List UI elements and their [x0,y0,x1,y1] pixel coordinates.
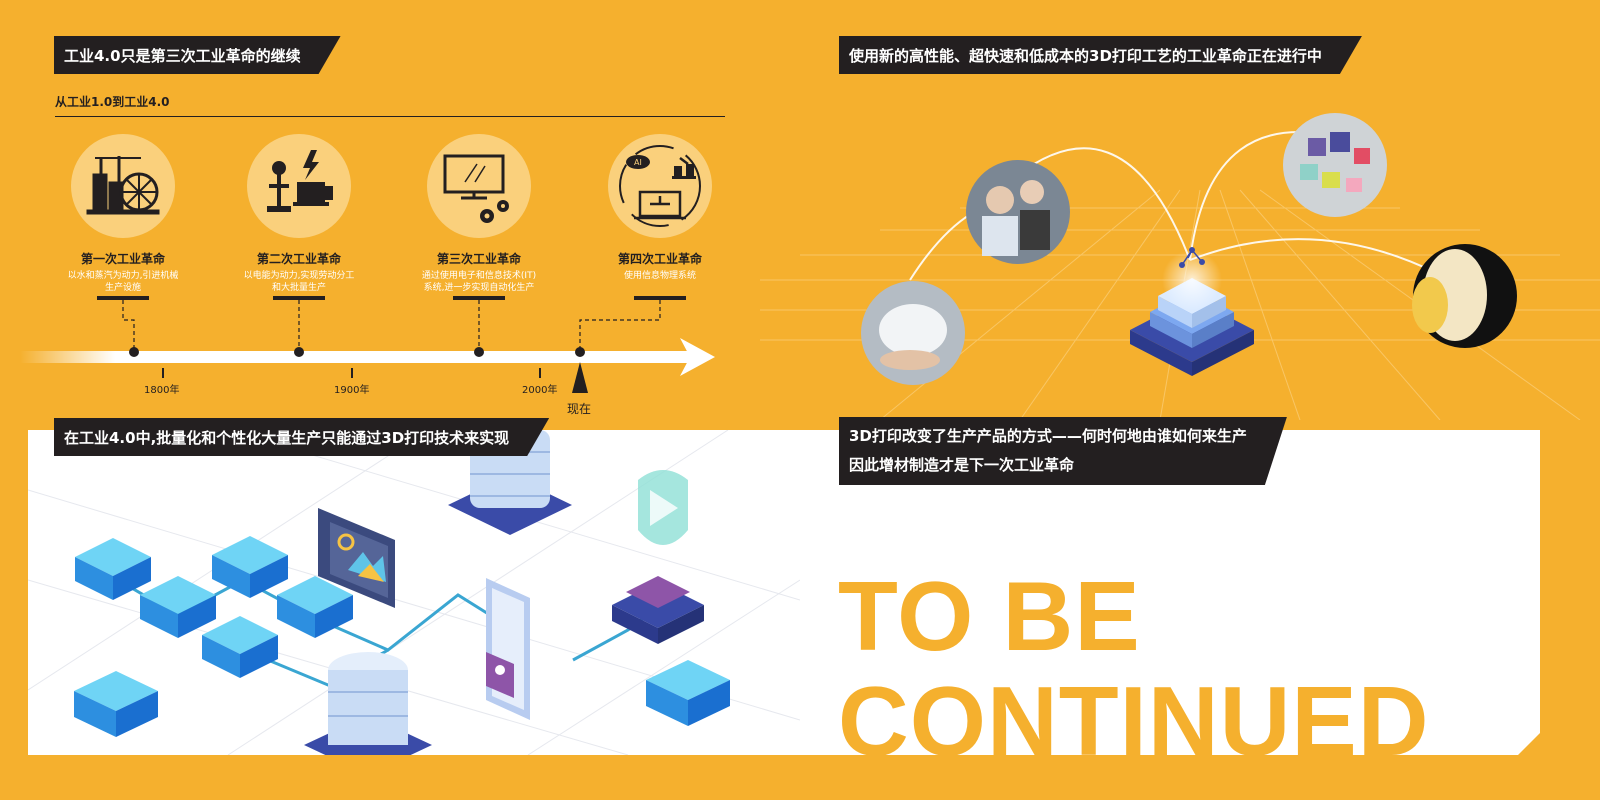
era-3-title: 第三次工业革命 [436,252,521,266]
continued-line2: CONTINUED [838,666,1430,755]
svg-text:AI: AI [634,158,642,167]
era-1: 第一次工业革命 以水和蒸汽为动力,引进机械 生产设施 [43,134,203,294]
era-2: 第二次工业革命 以电能为动力,实现劳动分工 和大批量生产 [219,134,379,294]
section3-title: 在工业4.0中,批量化和个性化大量生产只能通过3D打印技术来实现 [54,418,549,456]
photo-engineers [966,160,1070,264]
photo-lattice-part [861,281,965,385]
era-2-title: 第二次工业革命 [256,252,341,266]
data-cubes [74,536,730,737]
year-1900: 1900年 [334,385,370,396]
now-label: 现在 [567,402,592,416]
era-1-marker [97,296,149,300]
phone [486,578,530,720]
era-3-desc-line1: 通过使用电子和信息技术(IT) [421,271,537,281]
era-1-title: 第一次工业革命 [80,252,165,266]
timeline [20,300,715,393]
era-4-title: 第四次工业革命 [617,252,702,266]
year-2000: 2000年 [522,385,558,396]
era-4-desc-line1: 使用信息物理系统 [623,271,696,281]
era-2-desc-line2: 和大批量生产 [271,283,326,293]
security-chip [612,470,704,644]
section1-title: 工业4.0只是第三次工业革命的继续 [54,36,341,74]
network-illustration [28,430,800,755]
section4-title: 3D打印改变了生产产品的方式——何时何地由谁如何来生产 因此增材制造才是下一次工… [839,417,1287,485]
server-bottom [304,652,432,755]
section4-line1: 3D打印改变了生产产品的方式——何时何地由谁如何来生产 [849,427,1247,445]
continued-line1: TO BE [838,561,1141,671]
era-2-marker [273,296,325,300]
printing-network-illustration [760,113,1600,420]
continued-line2-clip: CONTINUED [0,0,1540,755]
divider [55,116,725,117]
era-2-desc-line1: 以电能为动力,实现劳动分工 [243,271,355,281]
section4-line2: 因此增材制造才是下一次工业革命 [849,456,1075,474]
photo-colored-blocks [1283,113,1387,217]
era-4-marker [634,296,686,300]
era-3-marker [453,296,505,300]
era-1-desc-line1: 以水和蒸汽为动力,引进机械 [67,271,179,281]
photo-spine-model [1412,244,1517,348]
computer-icon [427,134,531,238]
printer-base [1130,247,1254,376]
section1-subtitle: 从工业1.0到工业4.0 [55,95,170,109]
chart-panel [318,508,395,608]
era-3: 第三次工业革命 通过使用电子和信息技术(IT) 系统,进一步实现自动化生产 [399,134,559,294]
era-1-desc-line2: 生产设施 [104,283,141,293]
electricity-icon [247,134,351,238]
cyber-physical-icon: AI [608,134,712,238]
year-1800: 1800年 [144,385,180,396]
era-4: AI 第四次工业革命 使用信息物理系统 [580,134,740,282]
section2-title: 使用新的高性能、超快速和低成本的3D打印工艺的工业革命正在进行中 [839,36,1362,74]
era-3-desc-line2: 系统,进一步实现自动化生产 [423,283,535,293]
steam-engine-icon [71,134,175,238]
